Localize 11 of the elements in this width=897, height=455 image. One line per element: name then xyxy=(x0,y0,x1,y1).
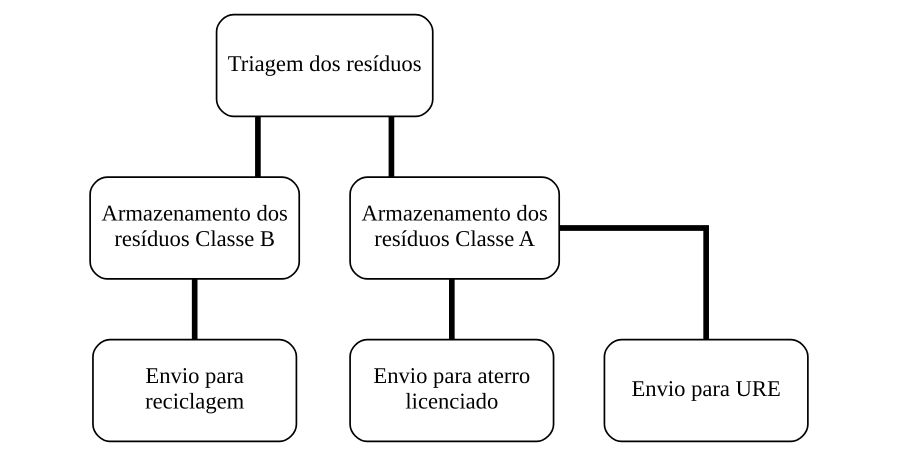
connector xyxy=(448,278,454,339)
node-box: Armazenamento dos resíduos Classe A xyxy=(348,176,560,280)
connector xyxy=(559,224,708,340)
node-box: Armazenamento dos resíduos Classe B xyxy=(88,176,300,280)
node-box: Envio para reciclagem xyxy=(92,338,297,442)
connector xyxy=(191,278,197,339)
connector xyxy=(254,116,260,176)
node-box: Envio para URE xyxy=(603,338,808,442)
node-box: Envio para aterro licenciado xyxy=(348,338,554,442)
node-box: Triagem dos resíduos xyxy=(215,13,434,117)
connector xyxy=(388,116,394,176)
